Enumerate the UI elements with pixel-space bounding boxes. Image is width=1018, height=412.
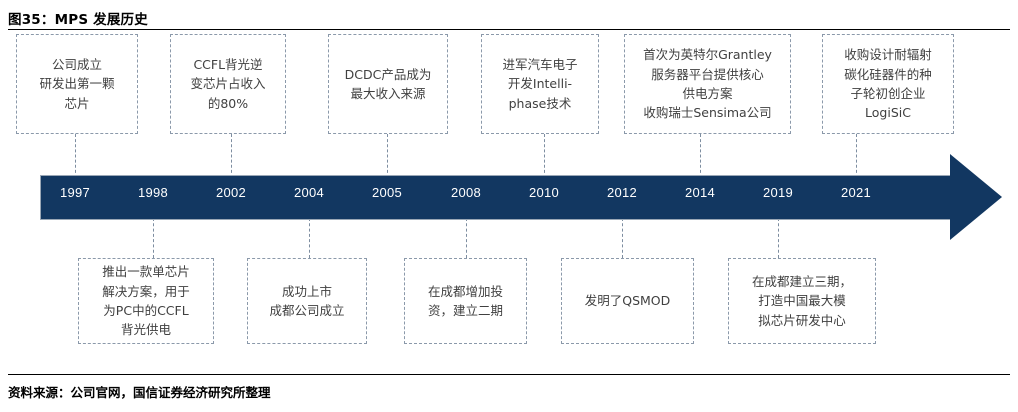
timeline-year-2005: 2005 xyxy=(371,185,403,200)
event-box-2019: 在成都建立三期， 打造中国最大模 拟芯片研发中心 xyxy=(728,258,876,344)
connector-1998 xyxy=(153,218,154,258)
event-text-1998: 推出一款单芯片 解决方案，用于 为PC中的CCFL 背光供电 xyxy=(102,264,190,338)
event-box-2002: CCFL背光逆 变芯片占收入 的80% xyxy=(170,34,286,134)
timeline-year-2004: 2004 xyxy=(293,185,325,200)
header-divider xyxy=(8,29,1010,30)
event-box-2004: 成功上市 成都公司成立 xyxy=(247,258,367,344)
event-text-2010: 进军汽车电子 开发Intelli- phase技术 xyxy=(502,56,578,111)
figure-header: 图35：MPS 发展历史 xyxy=(8,8,1010,30)
timeline-year-2010: 2010 xyxy=(528,185,560,200)
timeline-axis-bar xyxy=(40,175,955,220)
event-box-2005: DCDC产品成为 最大收入来源 xyxy=(328,34,448,134)
event-box-1997: 公司成立 研发出第一颗 芯片 xyxy=(16,34,138,134)
event-box-2010: 进军汽车电子 开发Intelli- phase技术 xyxy=(481,34,599,134)
connector-2004 xyxy=(309,218,310,258)
event-box-2012: 发明了QSMOD xyxy=(561,258,694,344)
connector-2010 xyxy=(544,134,545,178)
event-text-2004: 成功上市 成都公司成立 xyxy=(269,283,345,318)
connector-2005 xyxy=(387,134,388,178)
event-text-1997: 公司成立 研发出第一颗 芯片 xyxy=(39,56,115,111)
timeline-year-1998: 1998 xyxy=(137,185,169,200)
connector-2008 xyxy=(466,218,467,258)
connector-2021 xyxy=(856,134,857,178)
figure-source-note: 资料来源：公司官网，国信证券经济研究所整理 xyxy=(8,385,271,400)
event-text-2005: DCDC产品成为 最大收入来源 xyxy=(344,66,432,101)
timeline-year-2014: 2014 xyxy=(684,185,716,200)
event-box-2021: 收购设计耐辐射 碳化硅器件的种 子轮初创企业 LogiSiC xyxy=(822,34,954,134)
timeline-year-2019: 2019 xyxy=(762,185,794,200)
event-box-1998: 推出一款单芯片 解决方案，用于 为PC中的CCFL 背光供电 xyxy=(78,258,214,344)
footer-divider xyxy=(8,374,1010,375)
event-text-2019: 在成都建立三期， 打造中国最大模 拟芯片研发中心 xyxy=(751,273,852,328)
event-text-2008: 在成都增加投 资，建立二期 xyxy=(427,283,503,318)
connector-2019 xyxy=(778,218,779,258)
timeline-diagram: 1997 1998 2002 2004 2005 2008 2010 2012 2014 2019… xyxy=(0,30,1018,370)
event-text-2021: 收购设计耐辐射 碳化硅器件的种 子轮初创企业 LogiSiC xyxy=(844,47,932,121)
event-box-2014: 首次为英特尔Grantley 服务器平台提供核心 供电方案 收购瑞士Sensim… xyxy=(624,34,791,134)
connector-2012 xyxy=(622,218,623,258)
event-text-2012: 发明了QSMOD xyxy=(584,293,671,309)
timeline-arrow-icon xyxy=(950,154,1002,240)
event-text-2014: 首次为英特尔Grantley 服务器平台提供核心 供电方案 收购瑞士Sensim… xyxy=(643,47,772,121)
figure-title: 图35：MPS 发展历史 xyxy=(8,12,148,28)
event-box-2008: 在成都增加投 资，建立二期 xyxy=(404,258,527,344)
connector-2002 xyxy=(231,134,232,178)
timeline-year-2021: 2021 xyxy=(840,185,872,200)
timeline-year-2012: 2012 xyxy=(606,185,638,200)
timeline-year-2002: 2002 xyxy=(215,185,247,200)
timeline-year-2008: 2008 xyxy=(450,185,482,200)
timeline-year-1997: 1997 xyxy=(59,185,91,200)
connector-1997 xyxy=(75,134,76,178)
event-text-2002: CCFL背光逆 变芯片占收入 的80% xyxy=(190,56,266,111)
connector-2014 xyxy=(700,134,701,178)
